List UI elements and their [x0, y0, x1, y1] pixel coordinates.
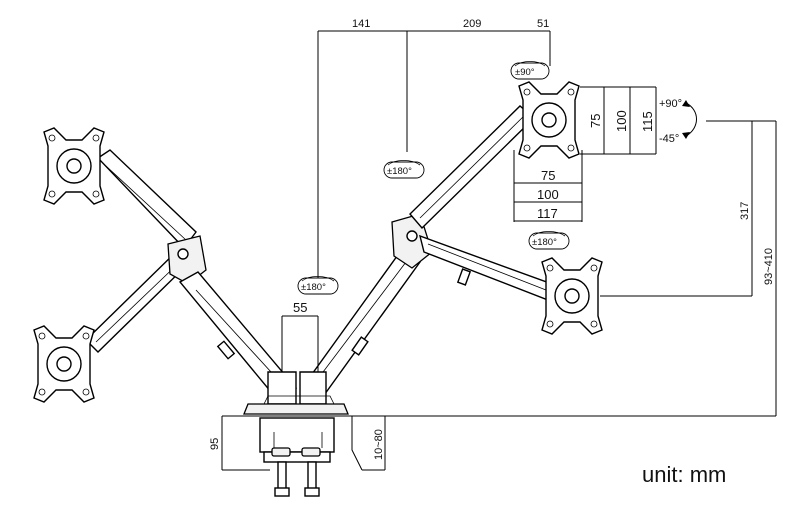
pole-and-base: 55: [243, 300, 349, 415]
rotation-badge-1: ±180°: [383, 160, 425, 179]
swivel-top-label: ±90°: [515, 67, 535, 78]
vesa-plate-top-left: [43, 127, 105, 205]
top-dimension-lines: 141 209 51: [317, 18, 551, 287]
dim-93-410: 93~410: [763, 248, 775, 285]
tilt-up-label: +90°: [659, 98, 682, 110]
left-arm: [85, 149, 298, 399]
dim-vesa-100-h: 100: [537, 187, 559, 202]
rotate-2-label: ±180°: [532, 237, 557, 248]
right-height-dimensions: 317 93~410: [350, 120, 777, 417]
rotate-3-label: ±180°: [301, 282, 326, 293]
rotation-badge-3: ±180°: [297, 276, 339, 295]
vesa-plate-bottom-right: [541, 257, 603, 335]
unit-label: unit: mm: [642, 462, 727, 487]
tilt-rotation-indicator: +90° -45°: [659, 98, 697, 145]
vesa-dimension-lines: 75 100 115 75 100 117: [513, 86, 657, 222]
rotate-1-label: ±180°: [387, 166, 412, 177]
tilt-down-label: -45°: [659, 133, 679, 145]
rotation-badge-2: ±180°: [528, 231, 570, 250]
dim-141: 141: [352, 18, 370, 30]
dim-95: 95: [209, 438, 221, 450]
dim-317: 317: [739, 202, 751, 220]
dim-209: 209: [463, 18, 481, 30]
dim-vesa-75-h: 75: [541, 168, 555, 183]
dim-55: 55: [293, 300, 307, 315]
vesa-plate-top-right: [518, 81, 580, 159]
rotation-badge-top: ±90°: [510, 61, 550, 80]
dim-51: 51: [537, 18, 549, 30]
desk-clamp: 95 10~80: [209, 415, 390, 497]
right-arm: [300, 105, 553, 399]
dim-vesa-117-h: 117: [537, 206, 558, 221]
dim-10-80: 10~80: [373, 429, 385, 460]
dim-vesa-115-v: 115: [640, 111, 655, 132]
dim-vesa-100-v: 100: [614, 110, 629, 132]
vesa-plate-bottom-left: [33, 325, 95, 403]
dim-vesa-75-v: 75: [588, 114, 603, 128]
